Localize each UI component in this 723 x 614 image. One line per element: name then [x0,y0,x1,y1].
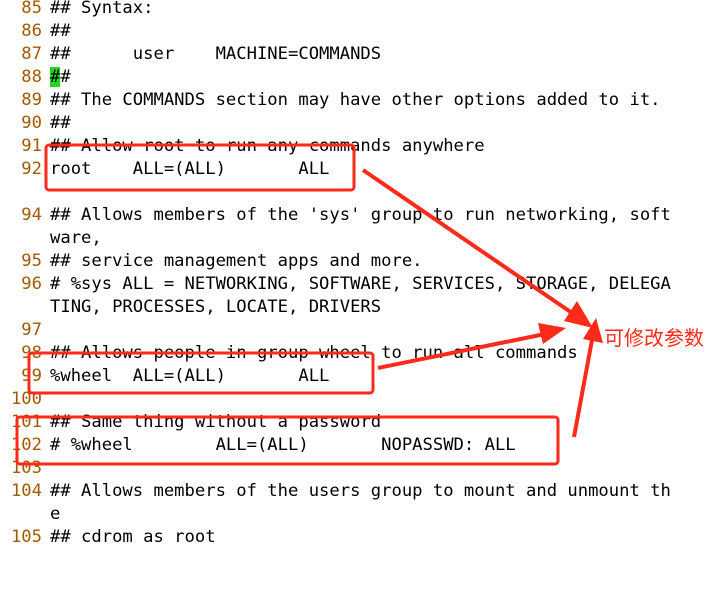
line-number: 98 [21,343,42,363]
line-text: TING, PROCESSES, LOCATE, DRIVERS [50,297,382,317]
line-text: ## The COMMANDS section may have other o… [50,90,661,110]
line-text: ## Allows people in group wheel to run a… [50,343,578,363]
line-text: ## service management apps and more. [50,251,423,271]
line-text: ## [50,66,71,89]
line-number: 101 [10,412,42,432]
line-number: 85 [21,0,42,18]
line-number: 90 [21,113,42,133]
line-text: ware, [50,228,102,248]
line-text: ## Same thing without a password [50,412,382,432]
line-text: # %sys ALL = NETWORKING, SOFTWARE, SERVI… [50,274,671,294]
line-number: 102 [10,435,42,455]
line-text: ## Allows members of the users group to … [50,481,671,501]
line-number: 99 [21,366,42,386]
line-number: 87 [21,44,42,64]
line-number: 86 [21,21,42,41]
line-text: ## Allow root to run any commands anywhe… [50,136,485,156]
line-text: ## Syntax: [50,0,154,18]
line-number: 95 [21,251,42,271]
line-text: ## [50,113,71,133]
line-number: 104 [10,481,42,501]
line-number: 105 [10,527,42,547]
text-cursor: # [50,67,61,87]
line-text-rest: # [60,67,71,87]
line-number: 94 [21,205,42,225]
line-text: %wheel ALL=(ALL) ALL [50,366,330,386]
line-number: 89 [21,90,42,110]
line-number: 91 [21,136,42,156]
line-number: 100 [10,389,42,409]
line-number: 96 [21,274,42,294]
line-text: ## [50,21,71,41]
line-text: ## Allows members of the 'sys' group to … [50,205,671,225]
line-text: ## user MACHINE=COMMANDS [50,44,382,64]
line-text: # %wheel ALL=(ALL) NOPASSWD: ALL [50,435,516,455]
line-number: 88 [21,67,42,87]
line-number: 92 [21,159,42,179]
line-text: ## cdrom as root [50,527,216,547]
annotation-label: 可修改参数 [604,326,704,350]
line-number: 103 [10,458,42,478]
line-number: 97 [21,320,42,340]
line-text: root ALL=(ALL) ALL [50,159,330,179]
line-text: e [50,504,61,524]
